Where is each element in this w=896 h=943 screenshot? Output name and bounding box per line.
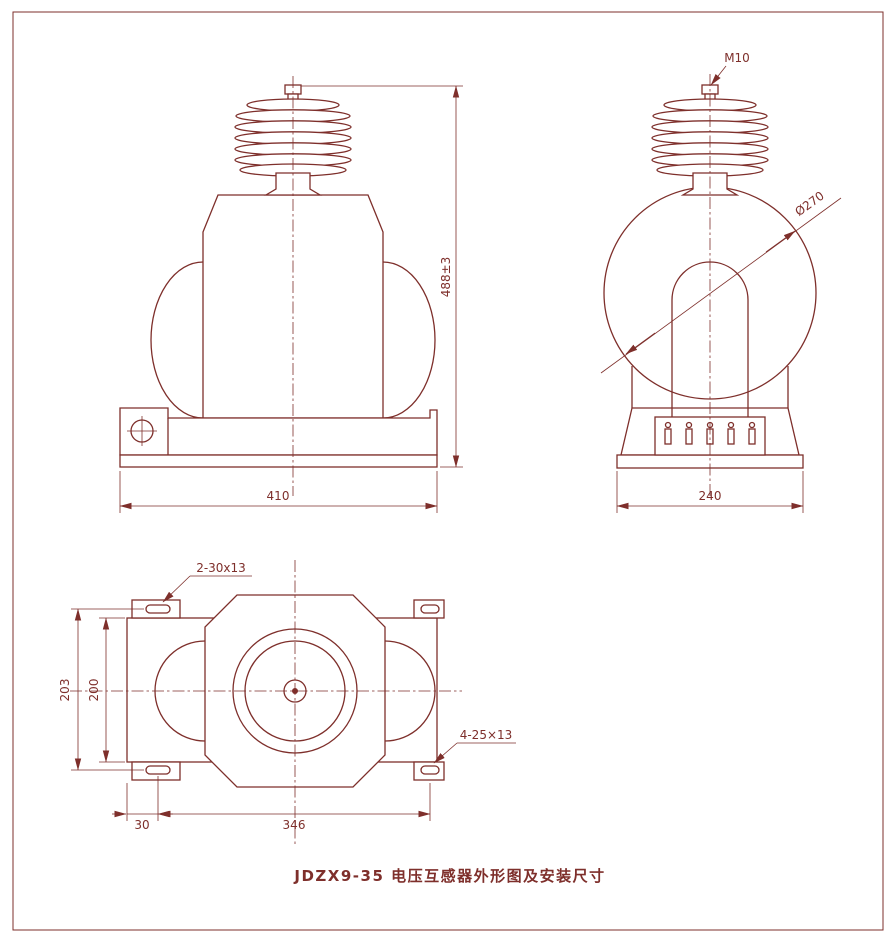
front-height-dim-label: 488±3 xyxy=(439,257,453,298)
arrow-segment xyxy=(765,230,796,253)
top-view: 2-30x13 4-25×13 203 200 3 xyxy=(58,560,516,845)
front-height-dimension: 488±3 xyxy=(301,85,463,468)
dimension-line xyxy=(600,197,842,374)
terminal-stud-head xyxy=(685,421,693,429)
drawing-caption: JDZX9-35 电压互感器外形图及安装尺寸 xyxy=(293,867,605,885)
front-width-dimension: 410 xyxy=(119,471,438,513)
mounting-slot-top-right xyxy=(420,604,440,614)
slot-label-right: 4-25×13 xyxy=(460,728,513,742)
front-width-dim-label: 410 xyxy=(267,489,290,503)
top-width-label: 346 xyxy=(283,818,306,832)
terminal-stud xyxy=(727,428,735,445)
top-height-dimension-inner: 200 xyxy=(87,617,125,763)
thread-label: M10 xyxy=(724,51,750,65)
winding-lobe-left xyxy=(150,261,204,419)
top-height-inner-label: 200 xyxy=(87,679,101,702)
leader-line xyxy=(433,742,458,764)
terminal-stud xyxy=(664,428,672,445)
terminal-stud-head xyxy=(664,421,672,429)
leader-line xyxy=(162,575,191,603)
slot-offset-dimension: 30 xyxy=(112,776,173,832)
top-width-dimension: 346 xyxy=(157,783,431,832)
terminal-stud xyxy=(748,428,756,445)
terminal-stud xyxy=(685,428,693,445)
diameter-label: Ø270 xyxy=(792,189,826,219)
thread-callout: M10 xyxy=(710,51,750,86)
side-view: M10 Ø270 240 xyxy=(600,51,842,513)
mounting-slot-top-left xyxy=(145,604,171,614)
base-flange xyxy=(119,454,438,468)
top-height-outer-label: 203 xyxy=(58,679,72,702)
winding-lobe-right xyxy=(382,261,436,419)
terminal-stud-head xyxy=(748,421,756,429)
mounting-slot-bottom-right xyxy=(420,765,440,775)
sheet-border xyxy=(12,11,884,931)
arrow-segment xyxy=(625,332,656,355)
slot-callout-left: 2-30x13 xyxy=(162,561,252,603)
top-height-dimension-outer: 203 xyxy=(58,608,144,771)
leader-line xyxy=(710,65,727,86)
terminal-stud-head xyxy=(727,421,735,429)
mounting-slot-bottom-left xyxy=(145,765,171,775)
front-view: 488±3 410 xyxy=(119,76,463,513)
slot-callout-right: 4-25×13 xyxy=(433,728,516,764)
slot-offset-label: 30 xyxy=(134,818,149,832)
slot-label-left: 2-30x13 xyxy=(196,561,246,575)
